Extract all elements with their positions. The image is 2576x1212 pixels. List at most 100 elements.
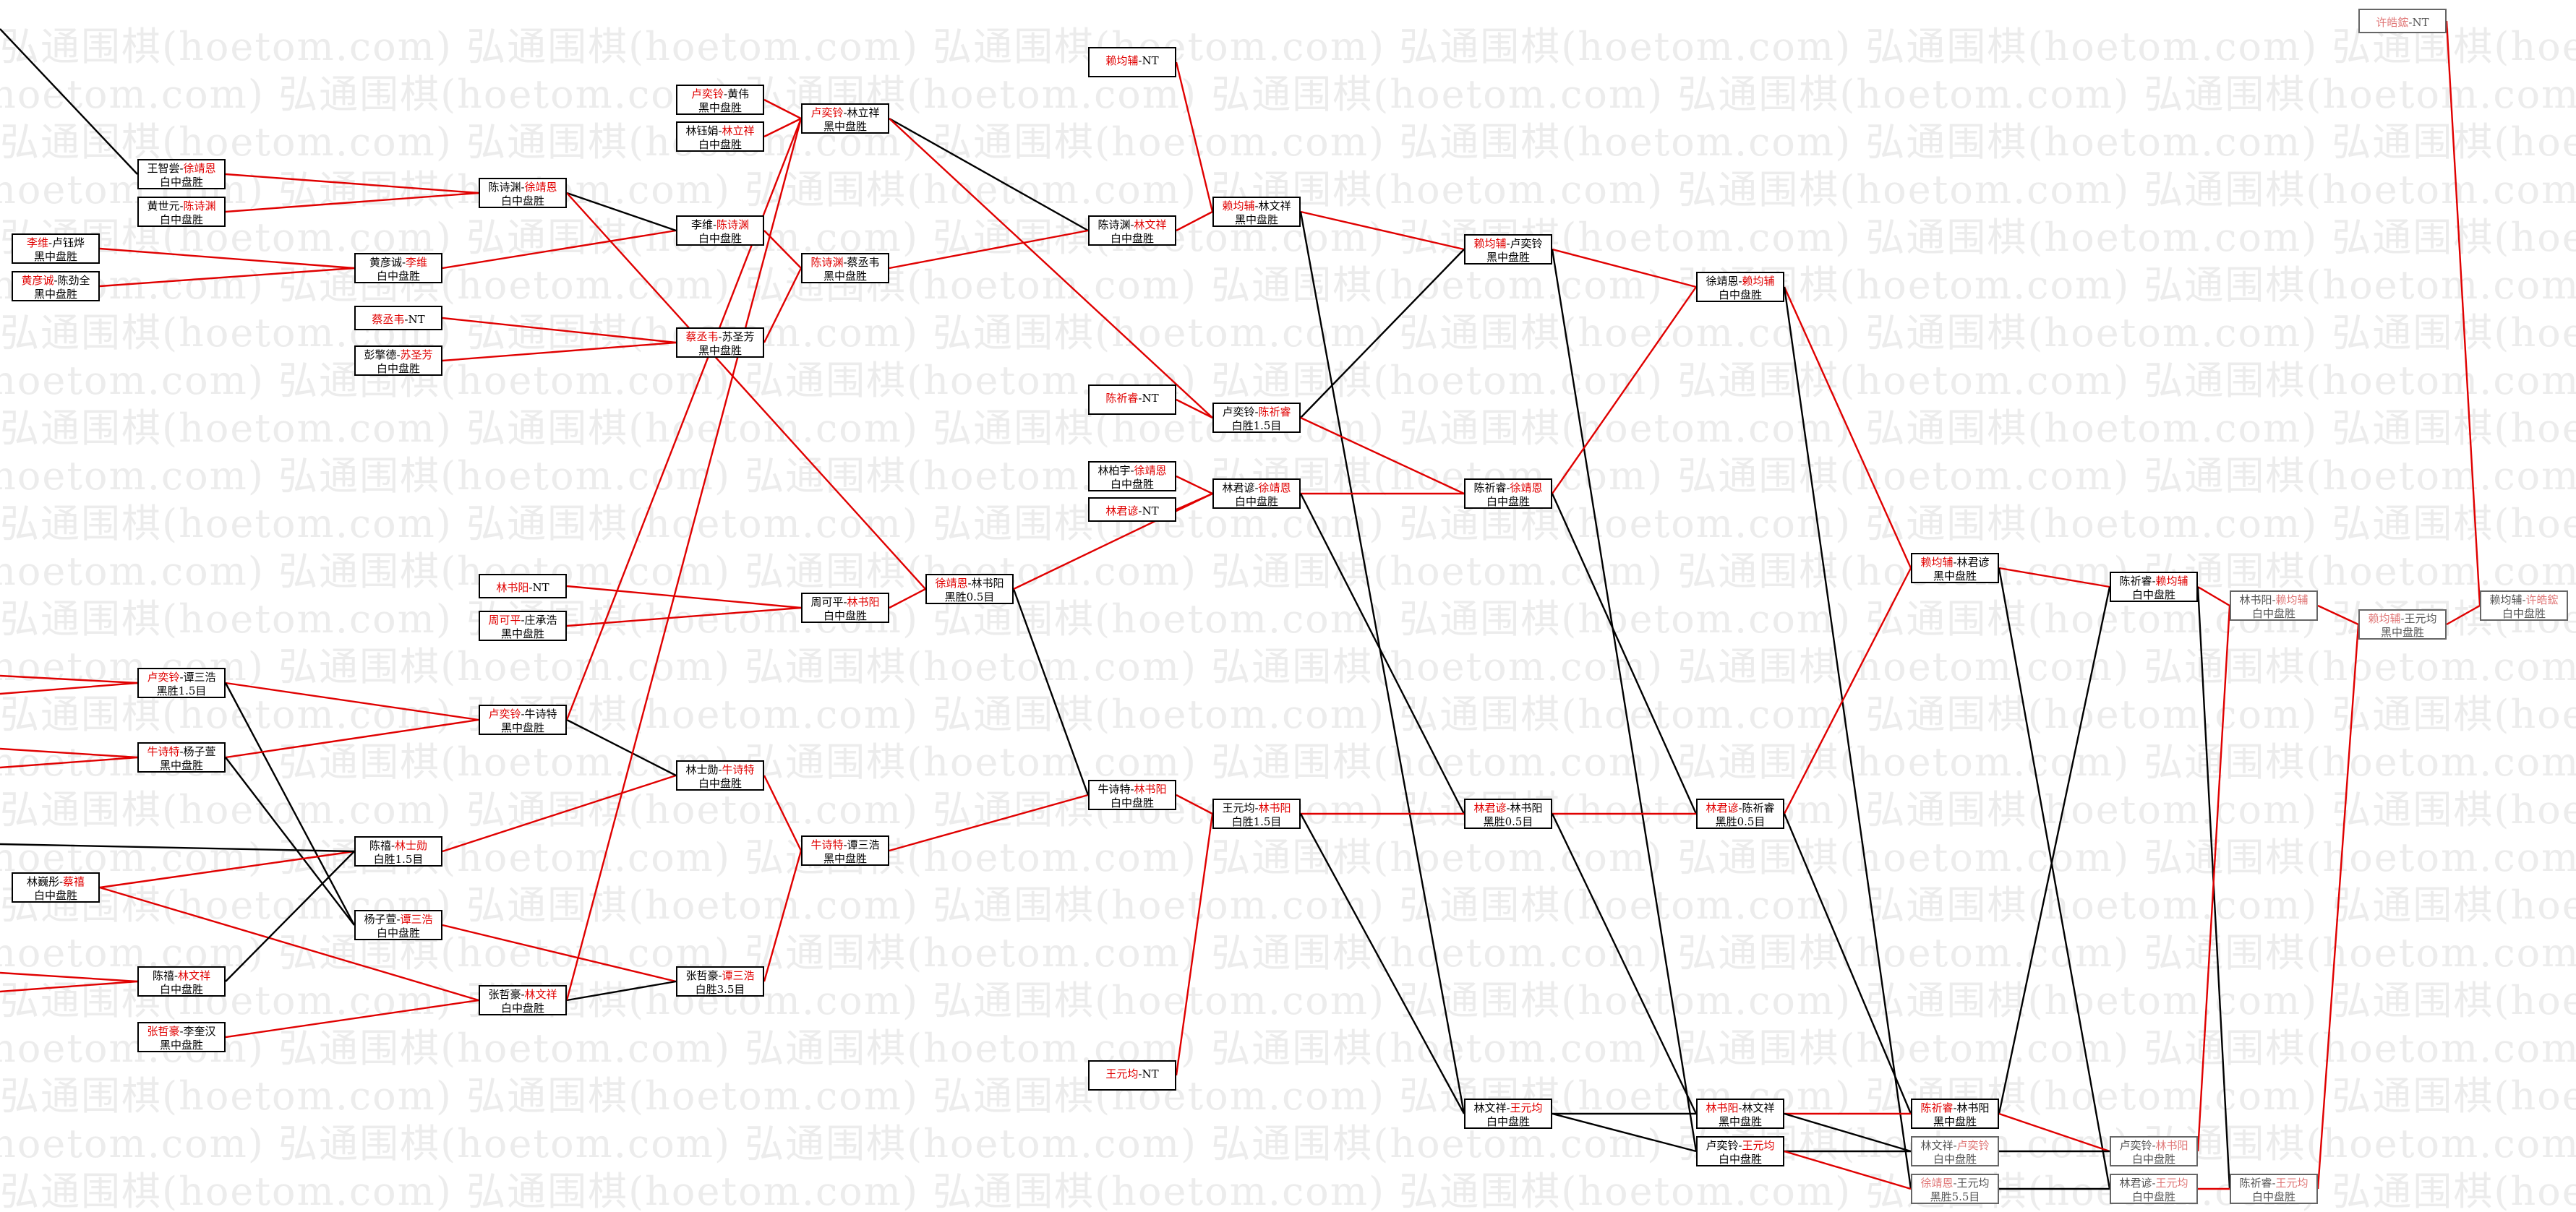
match-players: 卢奕铃-林书阳 (2111, 1139, 2196, 1153)
winner-name: 牛诗特 (722, 763, 755, 776)
match-box: 赖均辅-卢奕铃黑中盘胜 (1464, 234, 1552, 265)
match-players: 林君谚-林书阳 (1465, 801, 1551, 815)
match-result: 黑胜0.5目 (944, 590, 995, 603)
winner-name: 徐靖恩 (1258, 481, 1291, 494)
match-box: 李维-卢钰烨黑中盘胜 (12, 233, 100, 264)
winner-name: 徐靖恩 (183, 162, 216, 175)
player-name: 林柏宇- (1097, 464, 1134, 477)
winner-name: 林文祥 (524, 988, 557, 1001)
match-result: 白中盘胜 (1110, 232, 1154, 245)
match-result: 白中盘胜 (1718, 1153, 1762, 1166)
bracket-edge (889, 118, 1213, 418)
player-name: -林文祥 (1738, 1101, 1775, 1114)
player-name: 赖均辅- (2489, 593, 2526, 606)
bracket-edge (1783, 286, 1912, 1190)
player-name: 张哲豪- (488, 988, 525, 1001)
match-box: 卢奕铃-林立祥黑中盘胜 (801, 103, 889, 134)
match-players: 徐靖恩-林书阳 (927, 577, 1012, 590)
match-players: 林文祥-卢奕铃 (1912, 1139, 1998, 1153)
bracket-edge (225, 851, 355, 982)
match-box: 陈祈睿-林书阳黑中盘胜 (1911, 1099, 1999, 1129)
bracket-edge (1783, 286, 1912, 569)
match-players: 林书阳-林文祥 (1698, 1101, 1783, 1115)
bracket-edge (225, 192, 479, 213)
match-players: 李维-陈诗渊 (677, 218, 763, 232)
bracket-edge (763, 98, 802, 120)
winner-name: 许皓鋐 (2376, 16, 2409, 29)
match-players: 黄彦诚-李维 (356, 256, 441, 270)
match-box: 张哲豪-谭三浩白胜3.5目 (676, 966, 764, 997)
player-name: -卢钰烨 (48, 236, 85, 249)
bracket-edge-stub (0, 674, 138, 684)
player-name: 陈祈睿- (2119, 575, 2156, 588)
match-players: 林书阳-NT (480, 577, 565, 597)
bracket-edge (566, 718, 677, 777)
winner-name: 林士勋 (395, 839, 428, 852)
winner-name: 王元均 (2155, 1177, 2188, 1190)
player-name: -苏圣芳 (718, 330, 755, 343)
player-name: 林文祥- (1473, 1101, 1510, 1114)
winner-name: 王元均 (1105, 1067, 1139, 1080)
winner-name: 赖均辅 (1222, 199, 1255, 212)
bracket-edge (763, 230, 802, 269)
bracket-edge (1013, 492, 1213, 590)
match-players: 陈祈睿-王元均 (2231, 1177, 2316, 1190)
match-result: 白中盘胜 (500, 1002, 544, 1015)
match-box: 赖均辅-王元均黑中盘胜 (2358, 609, 2447, 640)
bracket-edge (889, 588, 926, 609)
match-players: 林钰娟-林立祥 (677, 124, 763, 138)
match-result: 白中盘胜 (2131, 1190, 2175, 1203)
bracket-edge (763, 117, 802, 138)
match-players: 卢奕铃-王元均 (1698, 1139, 1783, 1153)
match-box: 卢奕铃-谭三浩黑胜1.5目 (137, 668, 226, 698)
winner-name: 王元均 (1510, 1101, 1543, 1114)
match-box: 赖均辅-林君谚黑中盘胜 (1911, 553, 1999, 583)
match-result: 黑中盘胜 (1933, 1115, 1977, 1128)
match-box: 黄彦诚-陈劲全黑中盘胜 (12, 271, 100, 301)
bracket-edge (1300, 210, 1465, 251)
player-name: 黄彦诚- (369, 256, 406, 269)
match-result: 白中盘胜 (698, 232, 742, 245)
match-box: 林君谚-NT (1088, 497, 1176, 522)
match-result: 白中盘胜 (376, 362, 420, 375)
match-box: 陈祈睿-赖均辅白中盘胜 (2110, 572, 2198, 602)
match-result: 黑中盘胜 (500, 721, 544, 734)
bracket-edge (99, 247, 355, 270)
winner-name: 王元均 (2275, 1177, 2308, 1190)
match-box: 陈诗渊-林文祥白中盘胜 (1088, 215, 1176, 246)
player-name: -牛诗特 (521, 708, 557, 721)
match-players: 林巍彤-蔡禧 (13, 875, 98, 889)
bracket-edge (763, 850, 803, 982)
bracket-edge (442, 229, 677, 270)
winner-name: 苏圣芳 (400, 348, 433, 361)
match-result: 黑中盘胜 (823, 852, 867, 865)
match-result: 黑中盘胜 (823, 120, 867, 133)
bracket-edge (2196, 605, 2231, 1152)
bracket-edge (99, 886, 479, 1002)
match-box: 王智尝-徐靖恩白中盘胜 (137, 159, 226, 189)
match-players: 陈诗渊-蔡丞韦 (803, 256, 888, 270)
match-result: 白中盘胜 (2131, 1153, 2175, 1166)
match-result: 黑胜0.5目 (1483, 815, 1533, 828)
bracket-edge (2445, 20, 2481, 606)
bracket-edge-stub (0, 756, 138, 769)
winner-name: 林君谚 (1473, 801, 1507, 815)
bracket-edge (889, 229, 1089, 270)
winner-name: 卢奕铃 (810, 106, 844, 119)
match-players: 陈诗渊-徐靖恩 (480, 181, 565, 194)
match-players: 牛诗特-杨子萱 (139, 745, 224, 759)
bracket-edge (1299, 211, 1465, 1114)
winner-name: 赖均辅 (1742, 275, 1775, 288)
match-box: 蔡丞韦-苏圣芳黑中盘胜 (676, 327, 764, 358)
player-name: 陈禧- (152, 969, 179, 982)
bracket-edge-stub (0, 747, 138, 759)
winner-name: 林书阳 (2155, 1139, 2188, 1152)
match-box: 王元均-林书阳白胜1.5目 (1212, 799, 1301, 829)
match-result: 白中盘胜 (376, 927, 420, 940)
player-name: 彭擎德- (364, 348, 401, 361)
match-box: 卢奕铃-王元均白中盘胜 (1696, 1136, 1784, 1166)
winner-name: 林书阳 (496, 581, 529, 594)
winner-name: 李维 (406, 256, 428, 269)
player-name: 陈诗渊- (1097, 218, 1134, 231)
match-players: 陈禧-林文祥 (139, 969, 224, 983)
